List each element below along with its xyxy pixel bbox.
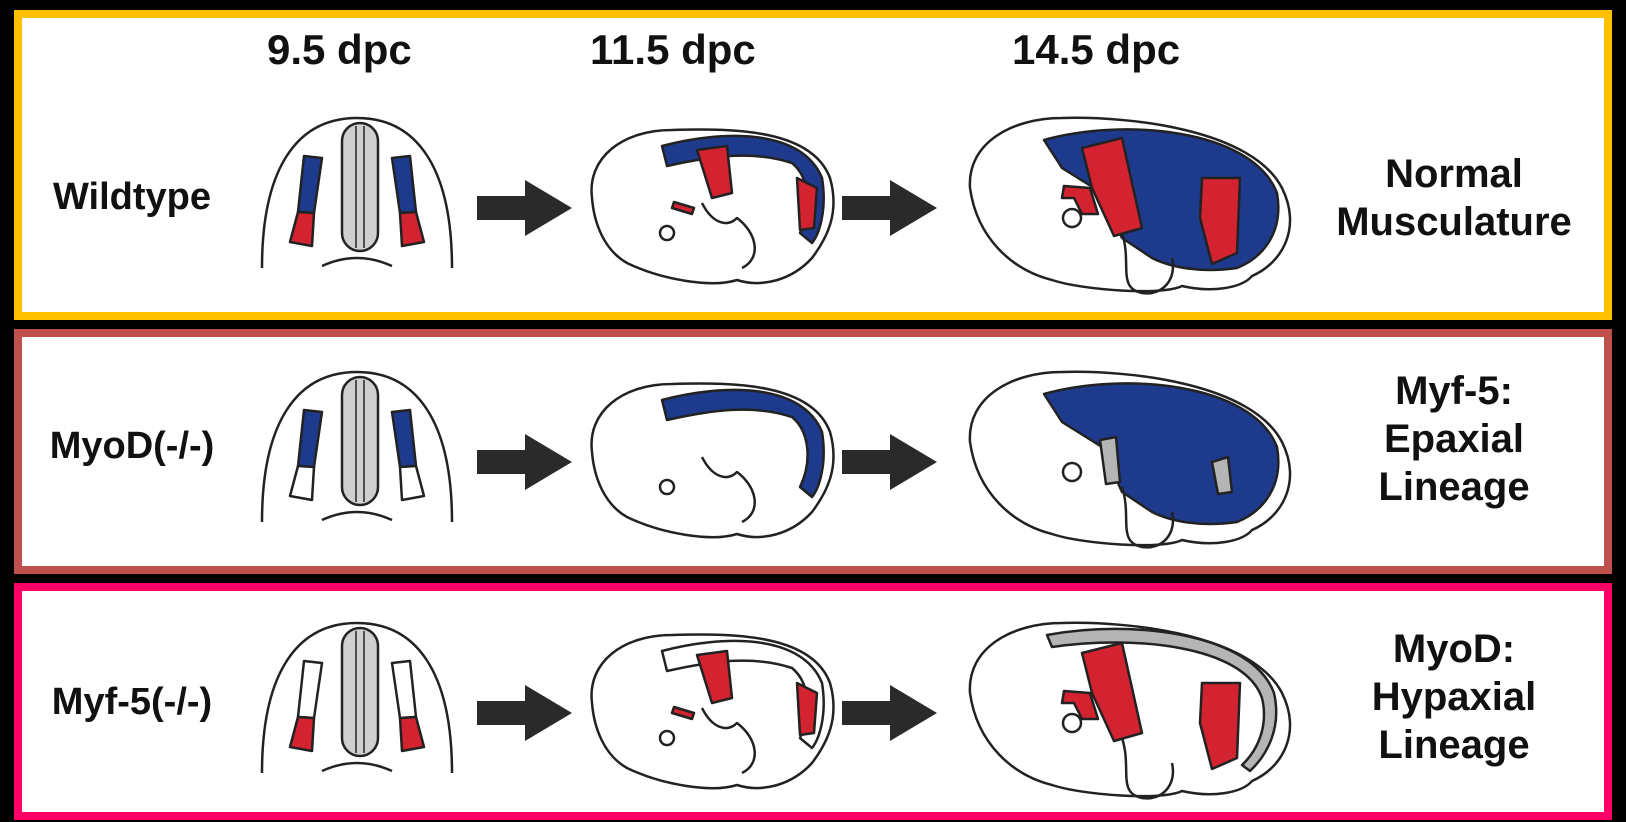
eye-14-5 — [1063, 209, 1081, 227]
stage-illustrations — [22, 591, 1604, 812]
panel-wildtype: 9.5 dpc 11.5 dpc 14.5 dpc Wildtype Norma… — [14, 10, 1612, 320]
neural-tube — [342, 377, 378, 505]
arrow-icon — [842, 180, 937, 236]
eye-14-5 — [1063, 714, 1081, 732]
arrow-icon — [842, 434, 937, 490]
stage-illustrations — [22, 18, 1604, 312]
eye-11-5 — [660, 731, 674, 745]
hypaxial-muscle-hindlimb-11-5 — [797, 683, 817, 735]
arrow-icon — [477, 434, 572, 490]
panel-myod-knockout: MyoD(-/-) Myf-5: Epaxial Lineage — [14, 329, 1612, 574]
hypaxial-muscle-hindlimb-11-5 — [797, 178, 817, 230]
arrow-icon — [477, 685, 572, 741]
stage-illustrations — [22, 337, 1604, 566]
arrow-icon — [477, 180, 572, 236]
arrow-icon — [842, 685, 937, 741]
eye-11-5 — [660, 226, 674, 240]
neural-tube — [342, 628, 378, 756]
eye-14-5 — [1063, 463, 1081, 481]
eye-11-5 — [660, 480, 674, 494]
panel-myf5-knockout: Myf-5(-/-) MyoD: Hypaxial Lineage — [14, 583, 1612, 820]
neural-tube — [342, 123, 378, 251]
